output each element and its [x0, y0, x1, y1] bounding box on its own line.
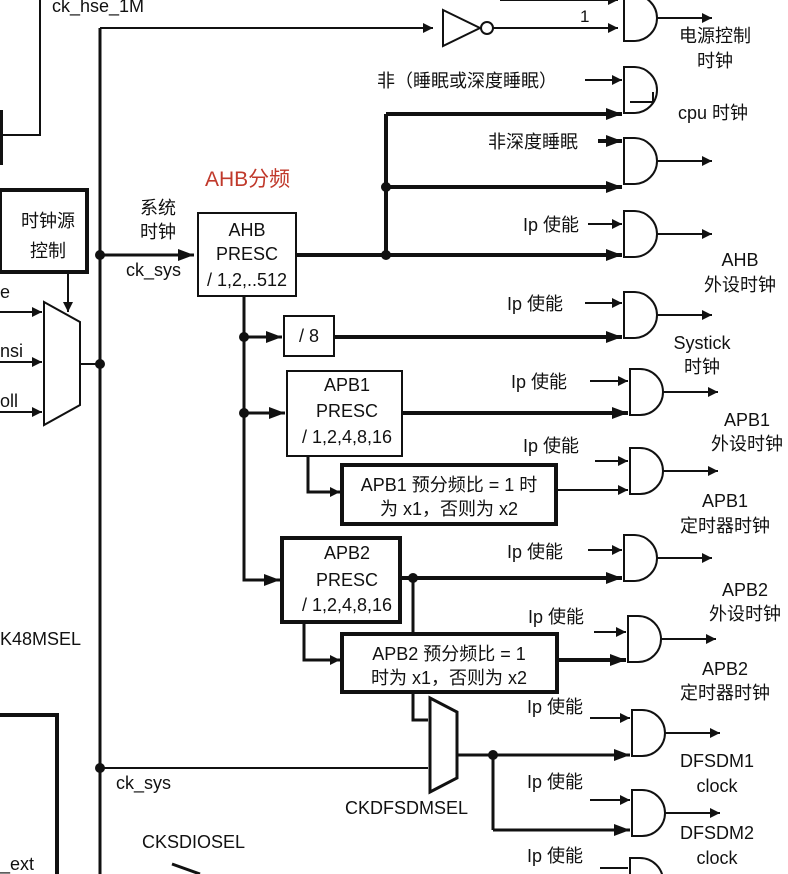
ck48msel-label: K48MSEL: [0, 629, 81, 649]
svg-text:APB1: APB1: [324, 375, 370, 395]
ahb-divider-title: AHB分频: [205, 168, 290, 191]
ip-enable-systick-label: Ip 使能: [507, 294, 563, 314]
system-clock-label-2: 时钟: [140, 222, 176, 242]
dfsdm-junctions: [488, 750, 498, 760]
apb2-junctions: [408, 573, 418, 583]
svg-text:时为 x1，否则为 x2: 时为 x1，否则为 x2: [371, 668, 527, 688]
left-wiring: [0, 0, 433, 874]
systick-clock-label-1: Systick: [673, 333, 731, 353]
ahb-periph-clock-label-2: 外设时钟: [704, 275, 776, 295]
clock-source-control-box: 时钟源 控制: [21, 211, 75, 261]
ahb-wiring: [242, 75, 622, 586]
left-junctions: [95, 250, 105, 773]
svg-text:/ 1,2,..512: / 1,2,..512: [207, 270, 287, 290]
svg-text:PRESC: PRESC: [316, 401, 378, 421]
and-gate-dfsdm2: [631, 789, 666, 837]
ext-label: _ext: [0, 854, 34, 874]
apb1-timer-clock-label-1: APB1: [702, 491, 748, 511]
and-gate-dfsdm1: [631, 709, 666, 757]
systick-clock-label-2: 时钟: [684, 357, 720, 377]
apb1-ratio-box: APB1 预分频比 = 1 时 为 x1，否则为 x2: [340, 463, 558, 526]
svg-text:APB1 预分频比 = 1 时: APB1 预分频比 = 1 时: [361, 475, 538, 495]
and-gate-deepsleep: [623, 137, 658, 185]
apb1-presc-box: APB1 PRESC / 1,2,4,8,16: [286, 370, 403, 457]
ip-enable-apb2-label: Ip 使能: [507, 542, 563, 562]
dfsdm-select-mux: [428, 695, 459, 795]
inverter-gate: [442, 0, 618, 48]
ck-sys-bottom-label: ck_sys: [116, 773, 171, 794]
and-gate-apb2-periph: [623, 534, 658, 582]
apb2-ratio-box: APB2 预分频比 = 1 时为 x1，否则为 x2: [340, 632, 559, 694]
clock-select-mux: [43, 300, 81, 427]
and-gate-apb1-timer: [629, 447, 664, 495]
svg-text:为 x1，否则为 x2: 为 x1，否则为 x2: [380, 499, 518, 519]
ip-enable-extra-label: Ip 使能: [527, 846, 583, 866]
ip-enable-apb1-label: Ip 使能: [511, 372, 567, 392]
apb1-periph-clock-label-2: 外设时钟: [711, 434, 783, 454]
apb2-periph-clock-label-2: 外设时钟: [709, 604, 781, 624]
ckdfsdmsel-label: CKDFSDMSEL: [345, 798, 468, 818]
svg-text:/ 1,2,4,8,16: / 1,2,4,8,16: [302, 427, 392, 447]
svg-text:时钟源: 时钟源: [21, 211, 75, 231]
not-sleep-label: 非（睡眠或深度睡眠）: [377, 71, 557, 91]
and-gate-power: [623, 0, 658, 42]
not-deep-sleep-label: 非深度睡眠: [488, 132, 578, 152]
apb1-periph-clock-label-1: APB1: [724, 410, 770, 430]
div8-box: / 8: [283, 315, 335, 357]
svg-text:APB2: APB2: [324, 543, 370, 563]
ck-sys-top-label: ck_sys: [126, 260, 181, 281]
dfsdm1-clock-label-1: DFSDM1: [680, 751, 754, 771]
apb1-timer-clock-label-2: 定时器时钟: [680, 516, 770, 536]
mux-input-e-label: e: [0, 282, 10, 302]
apb2-presc-box: APB2 PRESC / 1,2,4,8,16: [280, 536, 402, 624]
and-gate-ahb: [623, 210, 658, 258]
ip-enable-dfsdm1-label: Ip 使能: [527, 697, 583, 717]
svg-text:PRESC: PRESC: [316, 570, 378, 590]
mux-input-hsi-label: nsi: [0, 341, 23, 361]
ahb-periph-clock-label-1: AHB: [721, 250, 758, 270]
dfsdm1-clock-label-2: clock: [696, 776, 738, 796]
and-gate-apb2-timer: [627, 615, 662, 663]
apb1-wiring: [306, 376, 628, 497]
and-gate-extra: [629, 857, 663, 874]
system-clock-label-1: 系统: [140, 198, 176, 218]
and-gates: [623, 0, 666, 874]
ip-enable-dfsdm2-label: Ip 使能: [527, 772, 583, 792]
and-gate-systick: [623, 291, 658, 339]
svg-text:/ 1,2,4,8,16: / 1,2,4,8,16: [302, 595, 392, 615]
ck-hse-1m-label: ck_hse_1M: [52, 0, 144, 17]
apb2-timer-clock-label-2: 定时器时钟: [680, 683, 770, 703]
inverter-input-label: 1: [580, 7, 589, 26]
ip-enable-apb2-timer-label: Ip 使能: [528, 607, 584, 627]
cpu-clock-label: cpu 时钟: [678, 103, 748, 123]
svg-text:APB2 预分频比 = 1: APB2 预分频比 = 1: [372, 644, 526, 664]
apb2-periph-clock-label-1: APB2: [722, 580, 768, 600]
svg-text:AHB: AHB: [228, 220, 265, 240]
gate-outputs: [630, 13, 720, 818]
svg-text:/ 8: / 8: [299, 326, 319, 346]
svg-text:控制: 控制: [30, 241, 66, 261]
power-clock-label-1: 电源控制: [679, 26, 751, 46]
ip-enable-apb1-timer-label: Ip 使能: [523, 436, 579, 456]
apb2-timer-clock-label-1: APB2: [702, 659, 748, 679]
and-gate-cpu: [623, 66, 658, 114]
svg-text:PRESC: PRESC: [216, 244, 278, 264]
cksdiosel-label: CKSDIOSEL: [142, 832, 245, 852]
ahb-junctions: [239, 182, 391, 418]
dfsdm-wiring: [457, 713, 630, 869]
ahb-presc-box: AHB PRESC / 1,2,..512: [197, 212, 297, 297]
and-gate-apb1-periph: [629, 368, 664, 416]
power-clock-label-2: 时钟: [697, 51, 733, 71]
ip-enable-ahb-label: Ip 使能: [523, 215, 579, 235]
dfsdm2-clock-label-1: DFSDM2: [680, 823, 754, 843]
dfsdm2-clock-label-2: clock: [696, 848, 738, 868]
apb2-wiring: [302, 545, 626, 722]
mux-input-pll-label: oll: [0, 391, 18, 411]
